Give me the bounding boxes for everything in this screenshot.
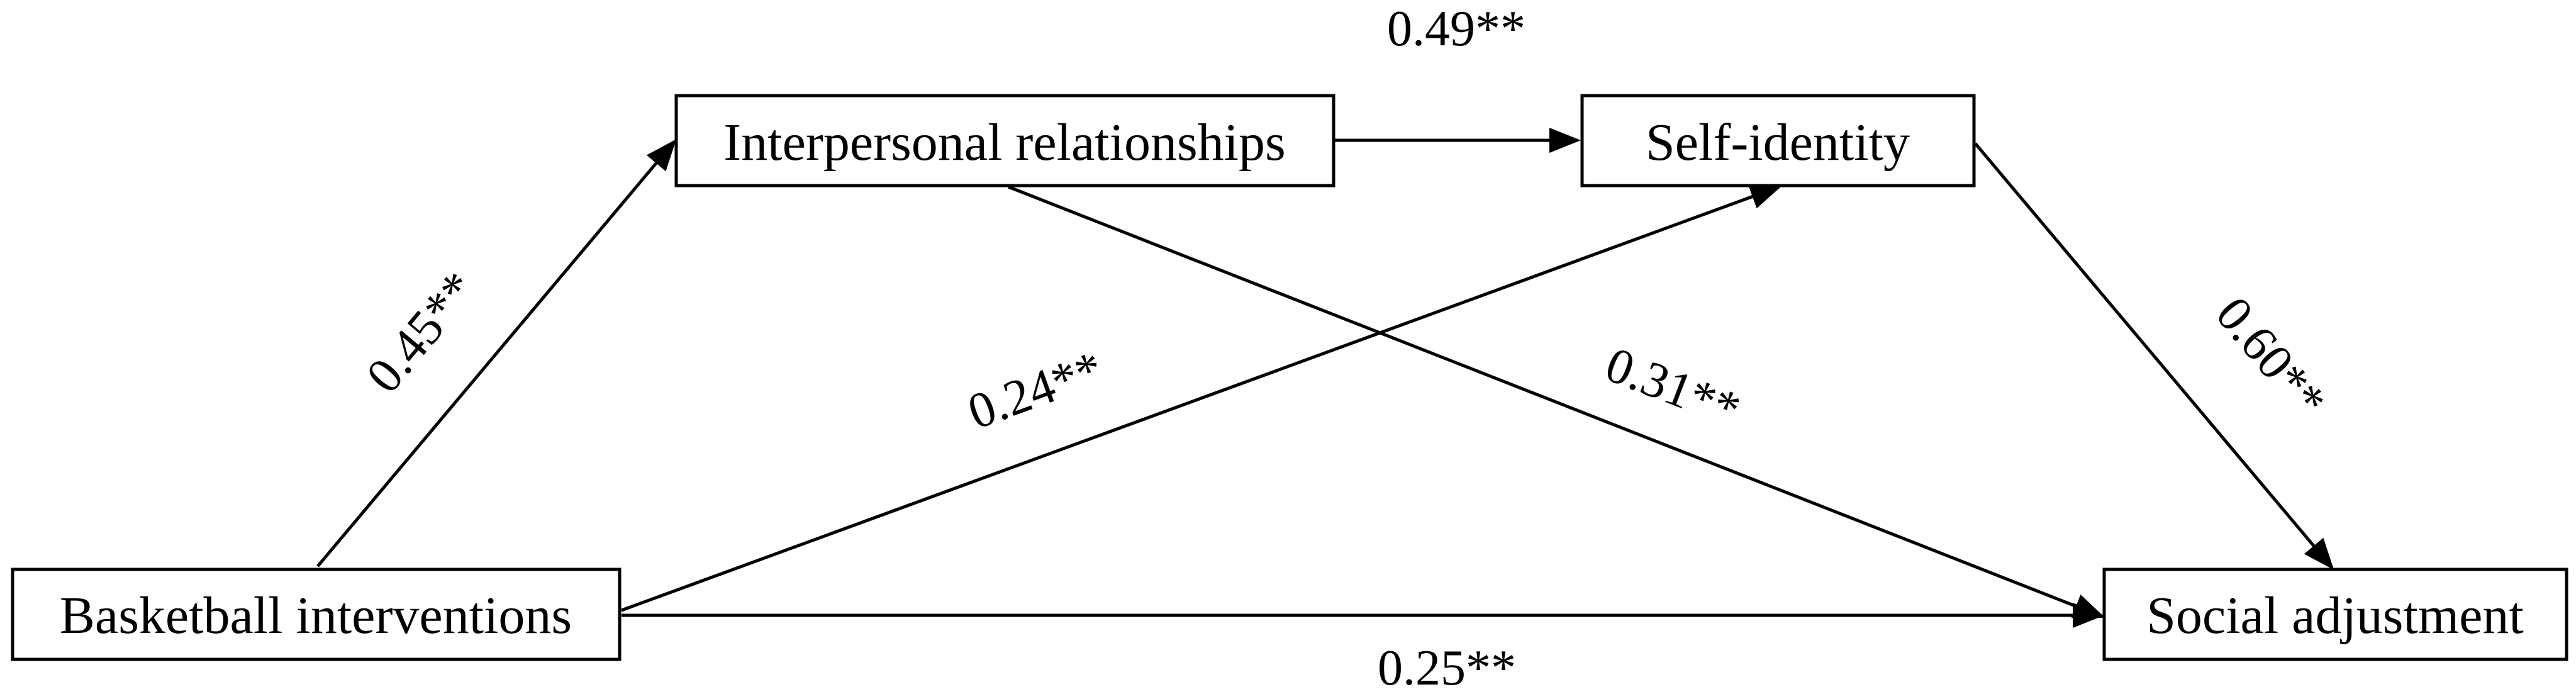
path-arrow-basketball-to-interpersonal (316, 139, 677, 568)
node-label-social: Social adjustment (2146, 586, 2524, 645)
coef-interpersonal-to-self-identity: 0.49** (1387, 1, 1525, 57)
coef-basketball-to-interpersonal: 0.45** (356, 262, 488, 403)
path-arrow-interpersonal-to-social (1008, 185, 2105, 618)
node-label-basketball: Basketball interventions (60, 586, 572, 645)
node-interpersonal-relationships: Interpersonal relationships (674, 94, 1335, 187)
node-basketball-interventions: Basketball interventions (11, 568, 622, 661)
coef-basketball-to-social: 0.25** (1378, 640, 1516, 696)
coef-interpersonal-to-social: 0.31** (1598, 337, 1748, 438)
node-self-identity: Self-identity (1580, 94, 1976, 187)
coef-basketball-to-self-identity: 0.24** (961, 341, 1110, 440)
path-arrow-basketball-to-self-identity (621, 184, 1782, 612)
node-label-self-identity: Self-identity (1646, 113, 1910, 172)
node-label-interpersonal: Interpersonal relationships (723, 113, 1285, 172)
coef-self-identity-to-social: 0.60** (2205, 287, 2337, 428)
path-arrow-self-identity-to-social (1974, 142, 2334, 570)
node-social-adjustment: Social adjustment (2102, 568, 2568, 661)
